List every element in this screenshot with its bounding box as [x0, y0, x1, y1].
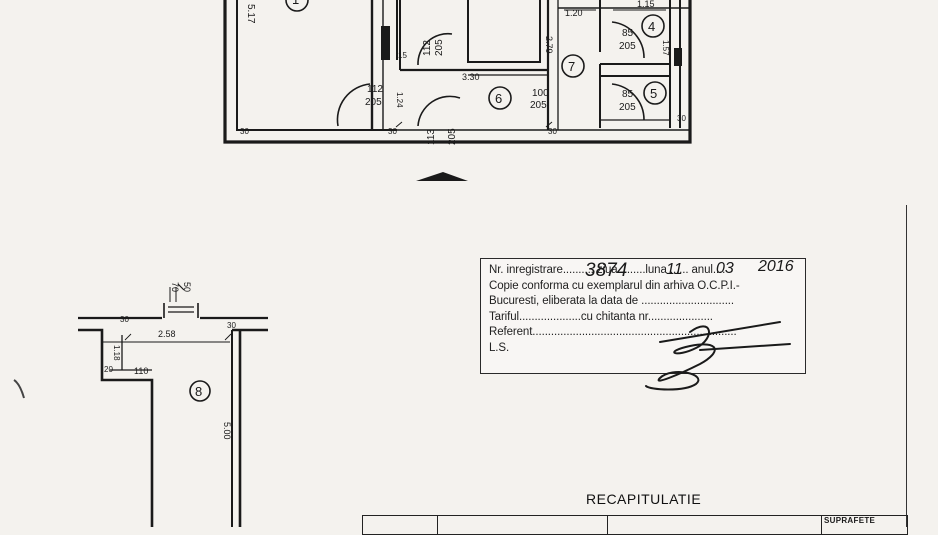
dim-258: 2.58 [158, 329, 176, 339]
room-label-8: 8 [195, 384, 202, 399]
dim-lower-30-b: 30 [227, 321, 236, 330]
upper-plan-labels: 1 4 5 6 7 5.17 1.20 1.15 85 205 85 205 1… [240, 0, 686, 145]
dim-330: 3.30 [462, 72, 480, 82]
stamp-line-referent: Referent................................… [489, 326, 737, 338]
dim-279: 2.79 [544, 36, 554, 54]
dim-100: 100 [532, 88, 549, 99]
dim-30-d: 30 [677, 114, 686, 123]
dim-30-b: 30 [388, 127, 397, 136]
stamp-line-registration: Nr. inregistrare.......... ziua ........… [489, 264, 726, 276]
dim-157: 1.57 [661, 40, 670, 56]
page-border-line [906, 205, 907, 527]
recap-title: RECAPITULATIE [586, 491, 702, 507]
dim-205c: 205 [434, 39, 445, 56]
dim-30-c: 30 [548, 127, 557, 136]
room-label-7: 7 [568, 59, 575, 74]
dim-205f: 205 [530, 100, 547, 111]
dim-112a: 112 [422, 40, 433, 56]
certification-stamp: Nr. inregistrare.......... ziua ........… [480, 258, 806, 374]
room-label-4: 4 [648, 19, 655, 34]
lower-plan-labels: 8 70 50 2.58 110 1.18 5.00 30 30 20 [104, 282, 236, 440]
room-label-6: 6 [495, 91, 502, 106]
dim-70: 70 [170, 282, 180, 292]
dim-115: 1.15 [637, 0, 655, 9]
dim-20: 20 [104, 365, 113, 374]
upper-plan [223, 0, 692, 144]
dim-205b: 205 [619, 102, 636, 113]
dim-112b: 112 [367, 84, 383, 95]
table-col-divider [821, 516, 822, 534]
dim-205e: 205 [447, 128, 458, 145]
dim-205a: 205 [619, 41, 636, 52]
dim-50: 50 [182, 282, 192, 292]
dim-517: 5.17 [245, 4, 256, 24]
dim-lower-30-a: 30 [120, 315, 129, 324]
dim-110: 110 [134, 366, 148, 376]
dim-15: 15 [398, 51, 407, 60]
table-col-divider [437, 516, 438, 534]
dim-120: 1.20 [565, 8, 583, 18]
table-header-surfaces: SUPRAFETE [824, 516, 876, 525]
dim-205d: 205 [365, 97, 382, 108]
margin-mark [13, 379, 25, 399]
dim-85a: 85 [622, 28, 634, 39]
dim-85b: 85 [622, 89, 634, 100]
stamp-line-issued: Bucuresti, eliberata la data de ........… [489, 295, 734, 307]
room-label-1: 1 [292, 0, 299, 7]
room-label-5: 5 [650, 86, 657, 101]
dim-30-a: 30 [240, 127, 249, 136]
north-arrow-icon [416, 172, 468, 181]
stamp-line-tariff: Tariful....................cu chitanta n… [489, 310, 713, 323]
dim-118: 1.18 [112, 345, 121, 361]
dim-500: 5.00 [222, 422, 232, 440]
stamp-line-ls: L.S. [489, 341, 510, 354]
stamp-line-copy: Copie conforma cu exemplarul din arhiva … [489, 279, 740, 292]
dim-113: 113 [426, 129, 437, 145]
table-col-divider [607, 516, 608, 534]
lower-plan [78, 283, 268, 527]
dim-124: 1.24 [395, 92, 404, 108]
